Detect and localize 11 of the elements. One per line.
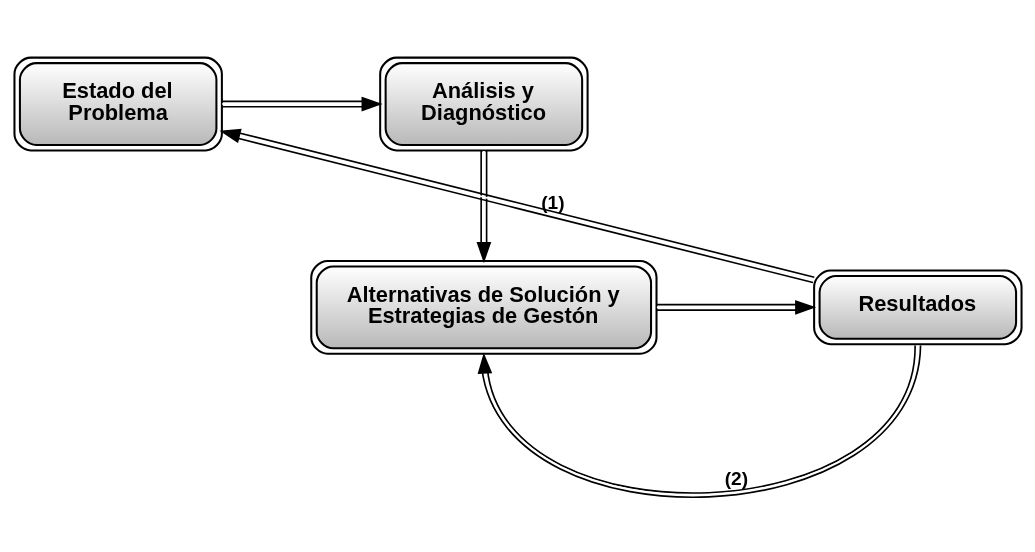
node-box: Estado del Problema [12,56,223,151]
node-box: Resultados [812,269,1023,345]
arrow [655,299,816,315]
arrow [477,344,921,498]
node-box: Análisis y Diagnóstico [378,56,589,151]
node-box: Alternativas de Solución y Estrategias de Gestón [309,259,658,355]
edge-label: (2) [724,467,748,489]
arrow [219,128,815,283]
arrow [476,149,491,263]
edge-label: (1) [540,191,565,213]
arrow [220,96,383,111]
